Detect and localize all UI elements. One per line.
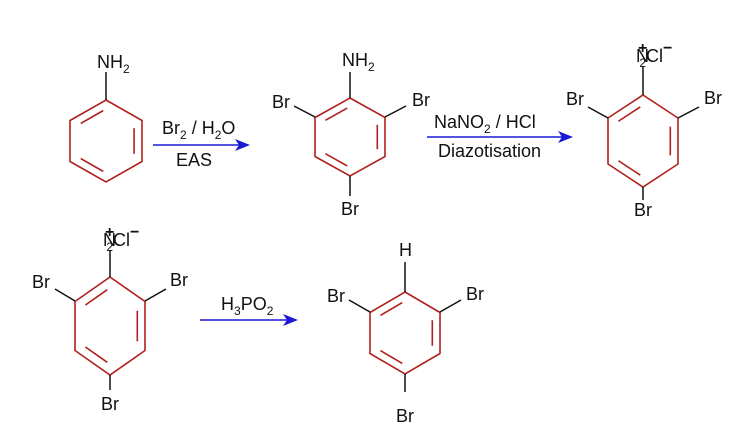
double-bond: [380, 349, 403, 365]
diazonium-label: N+2Cl−: [636, 40, 672, 70]
double-bond: [617, 106, 641, 122]
diazonium-ring: [607, 94, 679, 188]
reaction-arrow-2: [427, 131, 573, 143]
double-bond: [80, 157, 104, 173]
double-bond: [80, 109, 104, 125]
br-right-label: Br: [412, 90, 430, 110]
double-bond: [84, 346, 108, 363]
br-bottom-label: Br: [101, 394, 119, 414]
aniline-nh2-label: NH2: [97, 52, 130, 76]
br-left-label: Br: [327, 286, 345, 306]
double-bond: [380, 301, 403, 317]
br-right-label: Br: [170, 270, 188, 290]
bond-br-left: [348, 299, 371, 313]
diazonium-label: N+2Cl−: [103, 224, 139, 254]
reagent-diazotisation: Diazotisation: [438, 141, 541, 161]
double-bond: [325, 153, 348, 167]
tribromoaniline-ring: [314, 97, 386, 177]
aniline-ring: [69, 99, 143, 183]
double-bond: [325, 107, 348, 121]
h-label: H: [399, 240, 412, 260]
bond-br-right: [677, 106, 700, 119]
bond-br-left: [54, 288, 76, 302]
tribromoaniline-nh2-label: NH2: [342, 50, 375, 74]
tribromobenzene-ring: [369, 291, 441, 375]
br-left-label: Br: [32, 272, 50, 292]
bond-br-left: [587, 106, 609, 119]
br-bottom-label: Br: [634, 200, 652, 220]
br-left-label: Br: [272, 92, 290, 112]
bond-br-right: [384, 105, 407, 118]
reagent-eas: EAS: [176, 150, 212, 170]
double-bond: [617, 160, 641, 176]
bond-br-right: [439, 299, 462, 313]
bond-br-left: [293, 105, 316, 118]
br-bottom-label: Br: [396, 406, 414, 426]
reagent-nano2-hcl: NaNO2 / HCl: [434, 112, 536, 136]
br-bottom-label: Br: [341, 199, 359, 219]
reagent-h3po2: H3PO2: [221, 294, 274, 318]
bond-br-right: [144, 288, 167, 302]
br-left-label: Br: [566, 89, 584, 109]
reagent-br2-h2o: Br2 / H2O: [162, 118, 235, 142]
reaction-arrow-1: [153, 139, 250, 151]
reaction-arrow-3: [200, 314, 298, 326]
double-bond: [84, 289, 108, 306]
br-right-label: Br: [704, 88, 722, 108]
br-right-label: Br: [466, 284, 484, 304]
diazonium-ring: [74, 276, 146, 376]
substituent-bonds: [54, 66, 700, 392]
